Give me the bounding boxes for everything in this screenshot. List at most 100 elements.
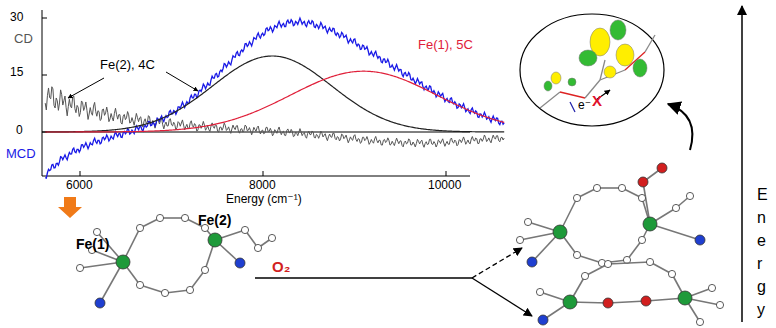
atom [708, 284, 715, 291]
atom [208, 233, 222, 247]
atom [638, 177, 648, 187]
atom [672, 204, 679, 211]
atom [93, 228, 100, 235]
atom-label: Fe(1) [76, 236, 109, 252]
atom [136, 224, 143, 231]
atom [643, 217, 657, 231]
atom [641, 296, 651, 306]
axis-tick-label: 30 [10, 11, 23, 25]
side-text: E [757, 186, 768, 204]
leader-line [68, 78, 104, 98]
atom [573, 194, 580, 201]
side-text: n [757, 209, 766, 227]
orbital-lobe [633, 59, 647, 77]
atom [563, 295, 577, 309]
dashed-arrow [472, 248, 522, 278]
atom [201, 266, 208, 273]
inset-outline [520, 14, 664, 126]
x-tick [446, 171, 447, 176]
side-text: y [757, 301, 765, 319]
mcd-curve [45, 18, 504, 178]
reagent-label: O₂ [272, 258, 290, 275]
fe1-band [45, 71, 504, 132]
atom [686, 192, 693, 199]
orbital-lobe [579, 50, 597, 66]
axis-title: Energy (cm⁻¹) [226, 193, 302, 207]
axis-tick-label: 10000 [428, 179, 461, 193]
atom [603, 298, 613, 308]
blocked-mark: X [592, 92, 602, 109]
orange-arrow [58, 197, 82, 218]
y-tick [42, 18, 47, 19]
x-tick [263, 171, 264, 176]
peroxo-product-top [516, 163, 705, 267]
atom [573, 251, 580, 258]
atom [516, 236, 523, 243]
atom [657, 163, 667, 173]
axis-tick-label: 15 [10, 66, 23, 80]
orbital-lobe [604, 66, 616, 78]
atom [716, 301, 723, 308]
curved-arrow [668, 104, 692, 150]
curve-label: MCD [6, 147, 36, 162]
solid-arrow [472, 278, 532, 316]
atom [638, 194, 645, 201]
electron-label: e⁻ [578, 99, 591, 113]
stick [645, 35, 655, 52]
band-label: Fe(2), 4C [100, 58, 155, 73]
atom [76, 264, 83, 271]
side-text: e [757, 232, 766, 250]
atom [524, 218, 531, 225]
atom [695, 235, 705, 245]
atom [646, 258, 653, 265]
atom [593, 184, 600, 191]
axis-tick-label: 0 [16, 124, 23, 138]
atom [268, 234, 275, 241]
atom [116, 255, 130, 269]
side-text: r [757, 255, 762, 273]
y-tick [42, 75, 47, 76]
atom [668, 270, 675, 277]
bridged-product-bottom [536, 258, 723, 325]
atom [638, 236, 645, 243]
atom [536, 288, 543, 295]
atom [678, 291, 692, 305]
orbital-lobe [568, 78, 576, 86]
atom [95, 298, 105, 308]
atom [136, 281, 143, 288]
atom [553, 225, 567, 239]
axis-tick-label: 6000 [66, 179, 93, 193]
reactant-complex [76, 214, 275, 308]
fe2-band [45, 56, 504, 132]
atom [581, 272, 588, 279]
band-label: Fe(1), 5C [418, 38, 473, 53]
orbital-inset [520, 14, 664, 126]
orbital-lobe [616, 44, 634, 66]
orbital-lobe [610, 20, 626, 40]
atom [254, 244, 261, 251]
bond [608, 301, 646, 303]
atom [604, 260, 611, 267]
energy-arrow [741, 6, 743, 322]
bond [650, 224, 700, 240]
axis-tick-label: 8000 [249, 179, 276, 193]
leader-line [166, 72, 198, 91]
atom [527, 257, 537, 267]
stick [560, 92, 585, 98]
atom [696, 318, 703, 325]
orbital-lobe [544, 81, 552, 91]
atom [161, 289, 168, 296]
atom [538, 315, 548, 325]
x-axis [42, 176, 470, 177]
orbital-lobe [551, 72, 561, 84]
curve-label: CD [14, 32, 33, 47]
atom [235, 258, 245, 268]
y-axis [42, 10, 43, 176]
atom [181, 214, 188, 221]
atom [186, 286, 193, 293]
stick [570, 102, 575, 112]
x-tick [80, 171, 81, 176]
reaction-line [255, 277, 472, 279]
